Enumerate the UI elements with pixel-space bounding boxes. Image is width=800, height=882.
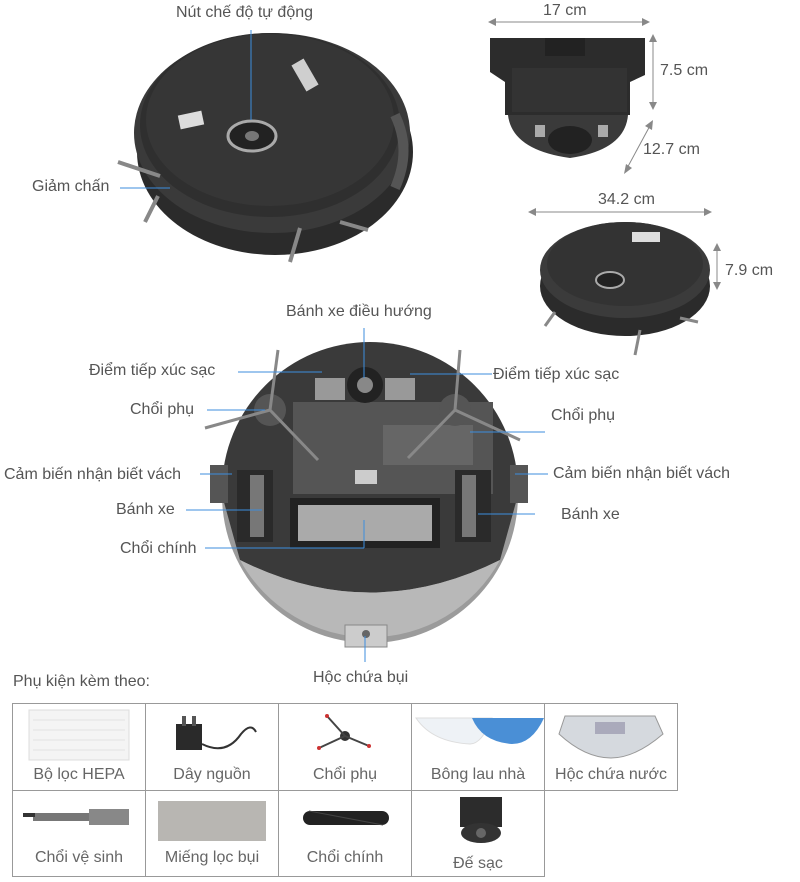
water-tank-icon <box>558 715 664 759</box>
dust-filter-icon <box>158 801 266 841</box>
label-caster-wheel: Bánh xe điều hướng <box>286 303 432 320</box>
label-main-brush: Chổi chính <box>120 540 197 557</box>
label-cliff-sensor-left: Cảm biến nhận biết vách <box>4 466 181 483</box>
accessory-main-brush: Chổi chính <box>278 790 412 877</box>
dim-robot-diameter: 34.2 cm <box>598 191 655 208</box>
label-dust-bin: Hộc chứa bụi <box>313 669 409 686</box>
accessory-side-brush: Chổi phụ <box>278 703 412 791</box>
accessory-power-adapter: Dây nguồn <box>145 703 279 791</box>
label-auto-mode-button: Nút chế độ tự động <box>176 4 314 21</box>
hepa-filter-icon <box>28 709 130 761</box>
main-brush-icon <box>303 810 389 826</box>
cleaning-brush-icon <box>23 809 129 825</box>
power-adapter-icon <box>176 716 257 750</box>
label-cliff-sensor-right: Cảm biến nhận biết vách <box>553 465 730 482</box>
dim-robot-height: 7.9 cm <box>725 262 774 279</box>
label-wheel-right: Bánh xe <box>561 506 620 523</box>
side-brush-icon <box>317 714 371 750</box>
robot-top-view <box>117 33 413 263</box>
accessory-cleaning-brush: Chổi vệ sinh <box>12 790 146 877</box>
accessory-mop-pad: Bông lau nhà <box>411 703 545 791</box>
label-side-brush-left: Chổi phụ <box>130 401 195 418</box>
mop-pad-icon <box>415 717 544 745</box>
dock-view <box>490 38 645 158</box>
accessory-label: Hộc chứa nước <box>555 766 667 783</box>
accessory-dust-filter: Miếng lọc bụi <box>145 790 279 877</box>
accessory-label: Bộ lọc HEPA <box>33 766 125 783</box>
accessories-grid: Bộ lọc HEPA Dây nguồn Chổi phụ Bông lau … <box>12 703 678 877</box>
accessory-water-tank: Hộc chứa nước <box>544 703 678 791</box>
accessory-label: Chổi chính <box>306 849 384 866</box>
label-charge-contact-left: Điểm tiếp xúc sạc <box>89 362 216 379</box>
accessory-label: Dây nguồn <box>173 766 251 783</box>
label-side-brush-right: Chổi phụ <box>551 407 616 424</box>
robot-bottom-view <box>204 342 528 648</box>
accessory-label: Bông lau nhà <box>430 766 526 783</box>
accessory-label: Đế sạc <box>453 855 503 872</box>
label-charge-contact-right: Điểm tiếp xúc sạc <box>493 366 620 383</box>
dim-dock-width: 17 cm <box>543 2 587 19</box>
accessories-title: Phụ kiện kèm theo: <box>13 673 150 690</box>
label-wheel-left: Bánh xe <box>116 501 175 518</box>
accessory-charging-dock: Đế sạc <box>411 790 545 877</box>
dim-dock-depth: 12.7 cm <box>643 141 700 158</box>
label-bumper: Giảm chấn <box>32 178 110 195</box>
robot-small-view <box>540 222 710 356</box>
accessory-label: Miếng lọc bụi <box>164 849 260 866</box>
charging-dock-icon <box>460 797 502 843</box>
accessory-label: Chổi vệ sinh <box>34 849 124 866</box>
accessory-hepa-filter: Bộ lọc HEPA <box>12 703 146 791</box>
accessory-label: Chổi phụ <box>312 766 378 783</box>
dim-dock-height: 7.5 cm <box>660 62 709 79</box>
